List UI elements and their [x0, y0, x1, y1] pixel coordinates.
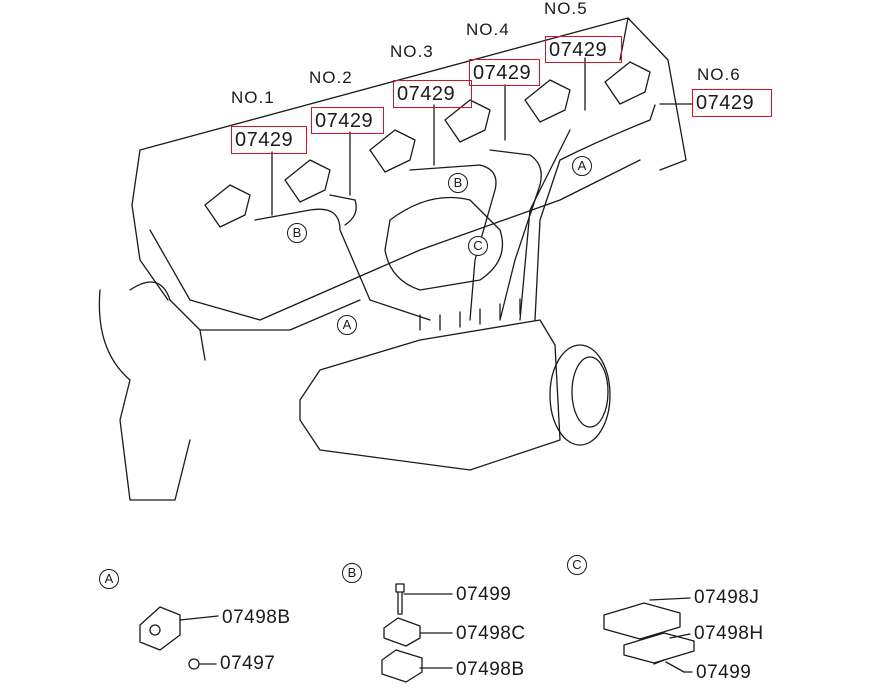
bolt-b-drawing — [395, 583, 405, 615]
clamp-h-drawing — [623, 632, 695, 664]
part-07498c[interactable]: 07498C — [456, 623, 526, 644]
clip-c-drawing — [383, 617, 421, 647]
nut-drawing — [188, 658, 200, 670]
part-07498b-b[interactable]: 07498B — [456, 659, 525, 680]
detail-b-marker: B — [342, 563, 362, 583]
clamp-b-drawing — [381, 649, 423, 683]
part-07497[interactable]: 07497 — [220, 653, 276, 674]
cylinder-label-1: NO.1 — [231, 88, 275, 107]
callout-c[interactable]: C — [468, 236, 488, 256]
block-side — [169, 299, 361, 361]
head-lower-face — [149, 159, 641, 321]
injection-pipes — [254, 104, 656, 321]
pump-governor-cap — [571, 356, 609, 428]
part-07429-cyl6[interactable]: 07429 — [692, 89, 772, 117]
pump-governor — [549, 344, 611, 446]
callout-b-center[interactable]: B — [448, 173, 468, 193]
part-07429-cyl5[interactable]: 07429 — [545, 36, 622, 63]
detail-c-marker: C — [567, 555, 587, 575]
engine-block-outline — [98, 281, 191, 501]
intake-manifold — [384, 196, 504, 291]
injection-pump-body — [299, 319, 561, 471]
clamp-a-drawing — [139, 606, 181, 651]
clamp-j-drawing — [603, 602, 681, 640]
detail-a-marker: A — [99, 569, 119, 589]
part-07499-c[interactable]: 07499 — [696, 662, 752, 683]
part-07429-cyl2[interactable]: 07429 — [311, 107, 384, 134]
callout-a-lower[interactable]: A — [337, 315, 357, 335]
part-07429-cyl4[interactable]: 07429 — [469, 59, 540, 86]
part-07498h[interactable]: 07498H — [694, 623, 764, 644]
cylinder-label-3: NO.3 — [390, 42, 434, 61]
cylinder-label-2: NO.2 — [309, 68, 353, 87]
cylinder-label-4: NO.4 — [466, 20, 510, 39]
part-07498b-a[interactable]: 07498B — [222, 607, 291, 628]
screw-c-drawing — [653, 659, 685, 673]
part-07429-cyl1[interactable]: 07429 — [231, 126, 307, 154]
callout-b-left[interactable]: B — [287, 223, 307, 243]
part-07498j[interactable]: 07498J — [694, 587, 760, 608]
part-07429-cyl3[interactable]: 07429 — [393, 80, 472, 108]
leader-lines — [179, 57, 693, 673]
pump-delivery-valves — [419, 298, 521, 331]
part-07499-b[interactable]: 07499 — [456, 584, 512, 605]
injector-nozzles — [204, 61, 651, 228]
cylinder-label-5: NO.5 — [544, 0, 588, 18]
callout-a-upper[interactable]: A — [572, 156, 592, 176]
cylinder-label-6: NO.6 — [697, 65, 741, 84]
